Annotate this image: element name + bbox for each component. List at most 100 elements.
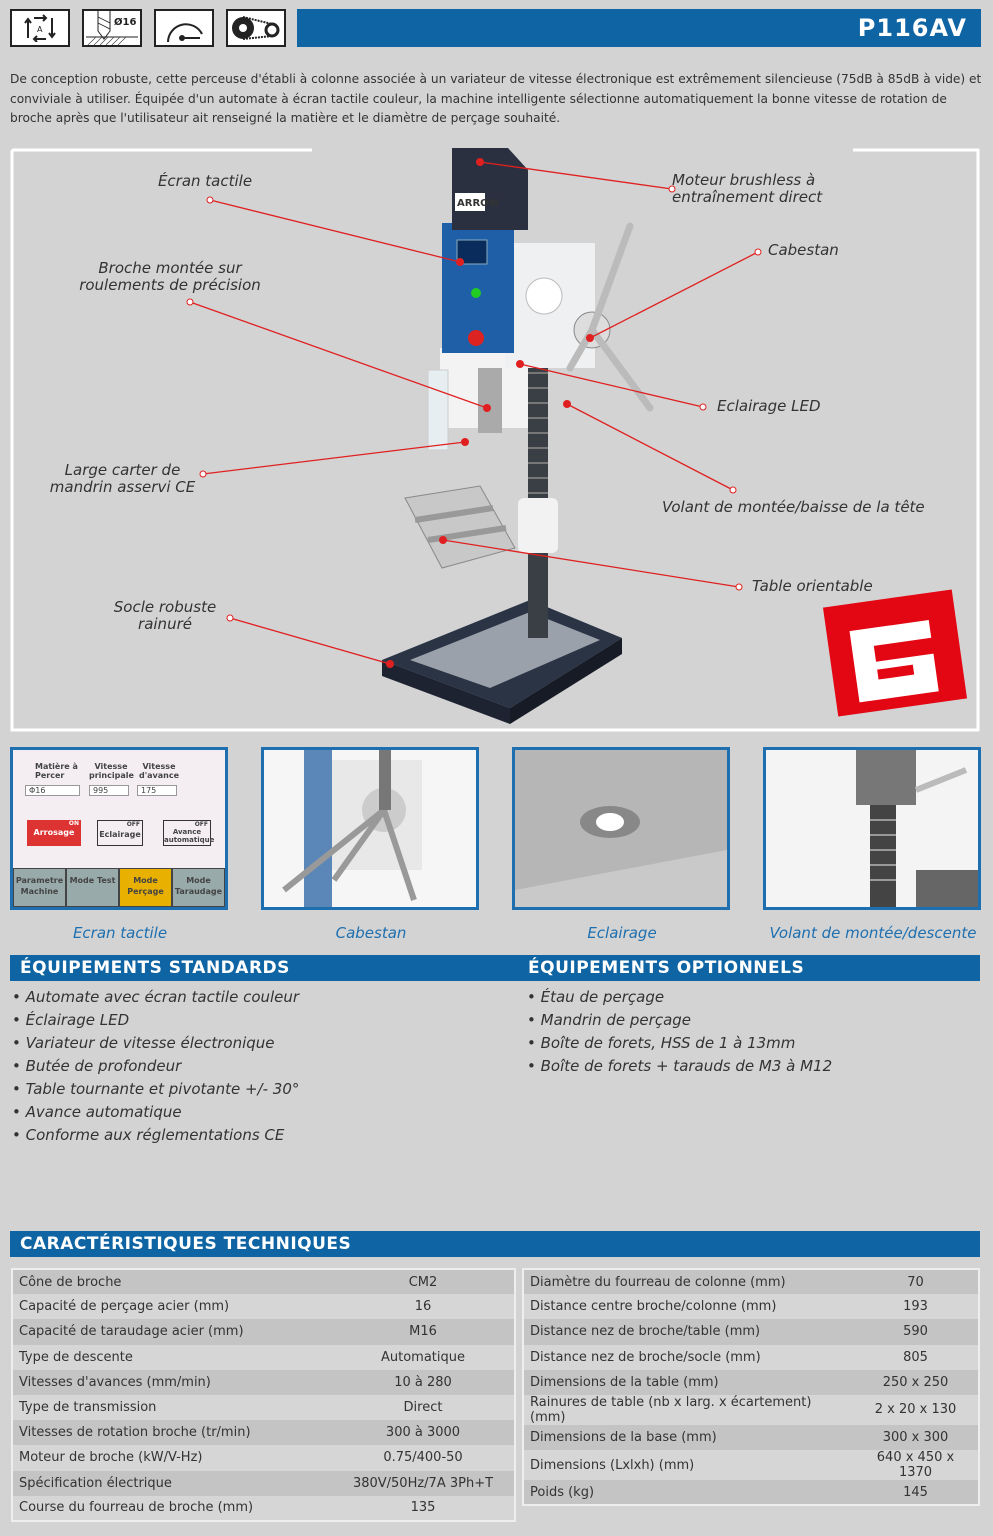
table-row: Vitesses de rotation broche (tr/min)300 … <box>12 1420 515 1446</box>
table-row: Dimensions de la table (mm)250 x 250 <box>523 1369 979 1395</box>
list-item: Variateur de vitesse électronique <box>12 1032 299 1055</box>
arrosage-label: Arrosage <box>33 828 75 837</box>
off-tag: OFF <box>126 821 140 828</box>
options-list: Étau de perçage Mandrin de perçage Boîte… <box>527 986 833 1078</box>
callout-ecran-tactile: Écran tactile <box>157 172 253 190</box>
caption-volant: Volant de montée/descente <box>769 924 977 942</box>
table-row: Distance nez de broche/table (mm)590 <box>523 1319 979 1345</box>
list-item: Conforme aux réglementations CE <box>12 1124 299 1147</box>
thumbnail-touchscreen: Matière à Percer Vitesse principale Vite… <box>10 747 228 910</box>
spec-value: 590 <box>853 1319 979 1345</box>
callout-moteur: Moteur brushless à entraînement direct <box>672 171 823 206</box>
arrosage-button: ON Arrosage <box>27 820 81 846</box>
options-heading: ÉQUIPEMENTS OPTIONNELS <box>518 955 980 981</box>
mode-test: Mode Test <box>66 868 119 907</box>
list-item: Étau de perçage <box>527 986 832 1009</box>
spec-value: 805 <box>853 1344 979 1370</box>
spec-value: 70 <box>853 1269 979 1295</box>
avance-label: Avance automatique <box>164 828 215 844</box>
svg-text:Ø16: Ø16 <box>114 16 136 28</box>
list-item: Avance automatique <box>12 1101 299 1124</box>
standards-list: Automate avec écran tactile couleur Écla… <box>12 986 300 1147</box>
callout-eclairage: Eclairage LED <box>717 397 821 415</box>
belt-drive-icon <box>226 9 286 47</box>
thumbnail-volant <box>763 747 981 910</box>
spec-label: Cône de broche <box>12 1269 332 1295</box>
spec-label: Vitesses de rotation broche (tr/min) <box>12 1420 332 1446</box>
spec-value: 16 <box>332 1294 515 1320</box>
spec-value: Direct <box>332 1394 515 1421</box>
eclairage-label: Eclairage <box>99 830 141 839</box>
list-item: Table tournante et pivotante +/- 30° <box>12 1078 300 1101</box>
caption-ecran: Ecran tactile <box>72 924 168 942</box>
spec-label: Dimensions de la base (mm) <box>523 1424 853 1451</box>
spec-value: Automatique <box>332 1344 515 1370</box>
table-row: Diamètre du fourreau de colonne (mm)70 <box>523 1269 979 1295</box>
callout-broche: Broche montée sur roulements de précisio… <box>79 259 261 294</box>
eclairage-button: OFF Eclairage <box>97 820 143 846</box>
list-item: Boîte de forets + tarauds de M3 à M12 <box>527 1055 833 1078</box>
mode-percage: Mode Perçage <box>119 868 172 907</box>
caption-eclairage: Eclairage <box>587 924 657 942</box>
spec-value: 380V/50Hz/7A 3Ph+T <box>332 1470 515 1496</box>
spec-value: 2 x 20 x 130 <box>853 1394 979 1425</box>
table-row: Distance centre broche/colonne (mm)193 <box>523 1294 979 1320</box>
intro-text: De conception robuste, cette perceuse d'… <box>10 72 982 125</box>
table-row: Course du fourreau de broche (mm)135 <box>12 1495 515 1521</box>
spec-value: 10 à 280 <box>332 1369 515 1395</box>
table-row: Distance nez de broche/socle (mm)805 <box>523 1344 979 1370</box>
spec-value: 300 à 3000 <box>332 1420 515 1446</box>
spec-label: Dimensions (Lxlxh) (mm) <box>523 1450 853 1481</box>
spec-label: Capacité de perçage acier (mm) <box>12 1294 332 1320</box>
off-tag: OFF <box>194 821 208 828</box>
table-row: Capacité de taraudage acier (mm)M16 <box>12 1319 515 1345</box>
standards-heading: ÉQUIPEMENTS STANDARDS <box>10 955 520 981</box>
callout-socle: Socle robuste rainuré <box>113 598 217 633</box>
speed-gauge-icon <box>154 9 214 47</box>
axes-arrows-icon: A <box>10 9 70 47</box>
spec-value: M16 <box>332 1319 515 1345</box>
mode-parametre: Parametre Machine <box>13 868 66 907</box>
spec-value: 640 x 450 x 1370 <box>853 1450 979 1481</box>
svg-text:A: A <box>37 25 43 34</box>
list-item: Butée de profondeur <box>12 1055 299 1078</box>
product-title: P116AV <box>297 9 981 47</box>
spec-value: 135 <box>332 1495 515 1521</box>
screen-header-avance: Vitesse d'avance <box>138 762 180 780</box>
table-row: Moteur de broche (kW/V-Hz)0.75/400-50 <box>12 1445 515 1471</box>
spec-label: Rainures de table (nb x larg. x écarteme… <box>523 1394 853 1425</box>
thumbnail-cabestan <box>261 747 479 910</box>
list-item: Boîte de forets, HSS de 1 à 13mm <box>527 1032 832 1055</box>
machine-illustration: ARROW Écran tactile Broche montée sur ro… <box>10 148 980 732</box>
svg-text:ARROW: ARROW <box>457 198 500 209</box>
list-item: Automate avec écran tactile couleur <box>12 986 299 1009</box>
spec-label: Distance nez de broche/socle (mm) <box>523 1344 853 1370</box>
on-tag: ON <box>68 820 79 827</box>
table-row: Dimensions de la base (mm)300 x 300 <box>523 1424 979 1451</box>
spec-label: Distance centre broche/colonne (mm) <box>523 1294 853 1320</box>
spec-label: Distance nez de broche/table (mm) <box>523 1319 853 1345</box>
spec-value: 193 <box>853 1294 979 1320</box>
table-row: Capacité de perçage acier (mm)16 <box>12 1294 515 1320</box>
mode-taraudage: Mode Taraudage <box>172 868 225 907</box>
avance-button: OFF Avance automatique <box>163 820 215 846</box>
spec-label: Capacité de taraudage acier (mm) <box>12 1319 332 1345</box>
screen-value-speed: 995 <box>89 785 129 796</box>
screen-value-feed: 175 <box>137 785 177 796</box>
spec-label: Dimensions de la table (mm) <box>523 1369 853 1395</box>
callout-dots <box>386 158 594 668</box>
list-item: Mandrin de perçage <box>527 1009 832 1032</box>
spec-label: Spécification électrique <box>12 1470 332 1496</box>
spec-label: Vitesses d'avances (mm/min) <box>12 1369 332 1395</box>
spec-label: Course du fourreau de broche (mm) <box>12 1495 332 1521</box>
table-row: Poids (kg)145 <box>523 1480 979 1506</box>
callout-volant: Volant de montée/baisse de la tête <box>662 498 925 516</box>
callout-table: Table orientable <box>752 577 873 595</box>
spec-value: 300 x 300 <box>853 1424 979 1451</box>
